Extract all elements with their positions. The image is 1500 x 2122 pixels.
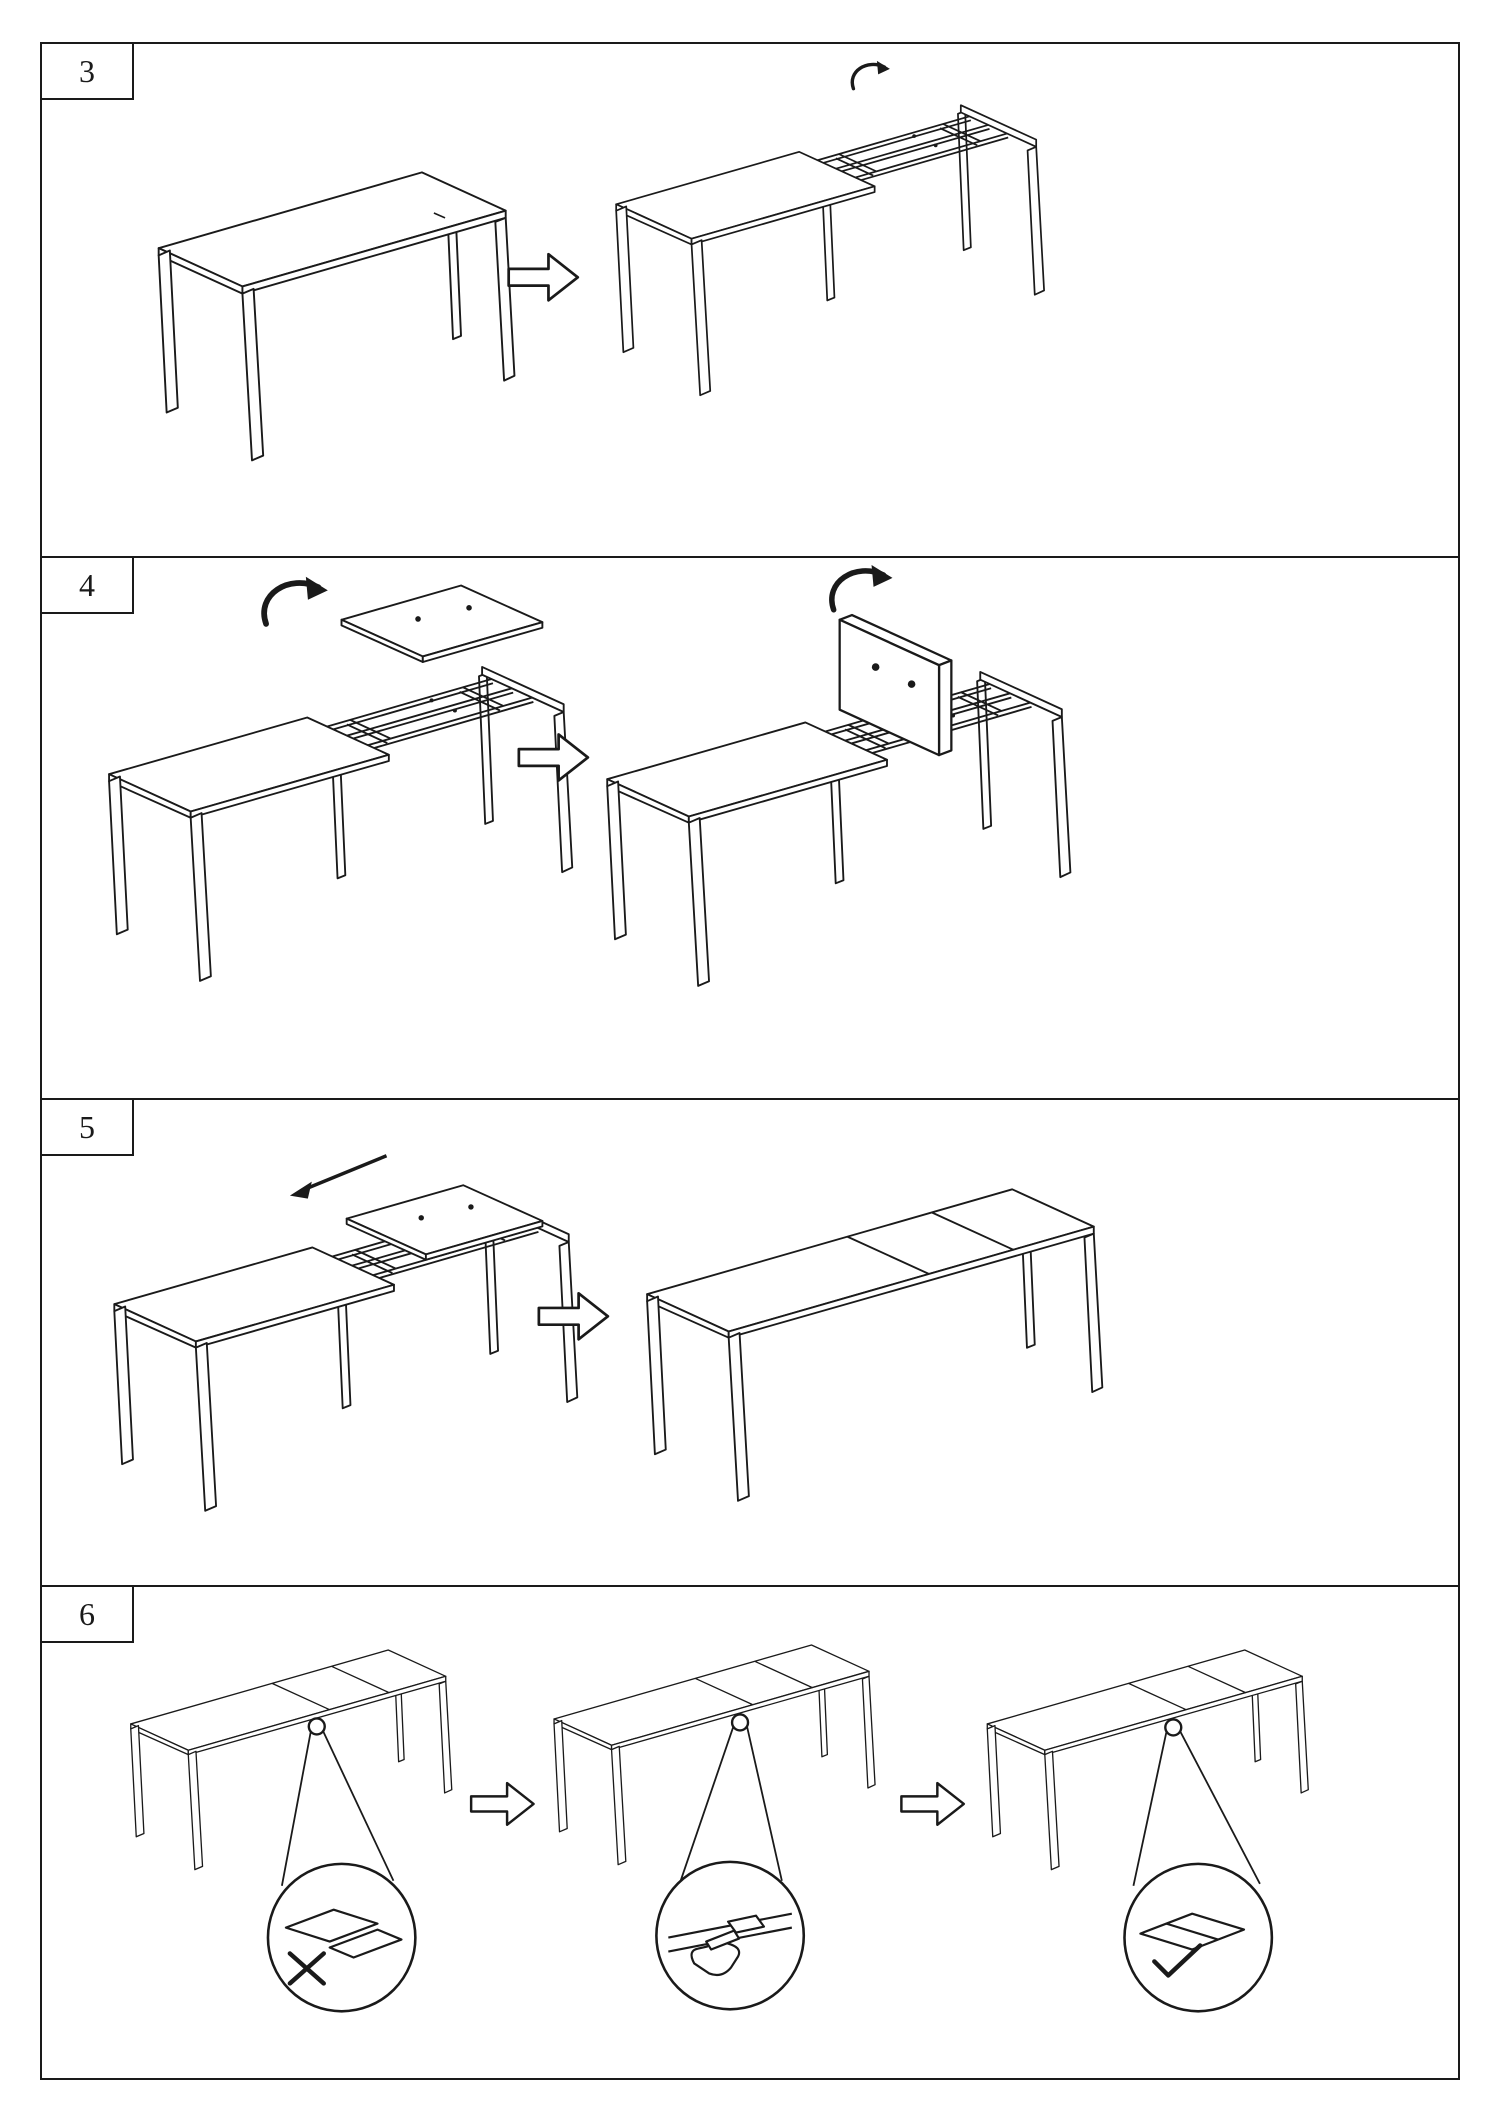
extended-table-illustration (553, 1644, 876, 1866)
step-number-box: 3 (42, 44, 134, 100)
check-lock-correct-scene (986, 1649, 1309, 2013)
press-lock-scene (553, 1644, 876, 2011)
step-5-scene (113, 1154, 1104, 1512)
step-number-box: 6 (42, 1587, 134, 1643)
check-lock-wrong-scene (130, 1649, 453, 2013)
proceed-arrow-icon (507, 252, 580, 302)
extended-table-illustration (986, 1649, 1309, 1871)
rotate-arrow-icon (850, 59, 892, 91)
closed-table-illustration (157, 171, 516, 462)
step-number: 3 (79, 53, 95, 89)
step-6-scene (130, 1644, 1309, 2013)
step-3-panel: 3 (42, 44, 1458, 556)
extension-leaf-above-frame (340, 584, 544, 663)
rotate-arrow-icon (264, 577, 328, 624)
rotate-arrow-icon (832, 565, 893, 610)
step-4-panel: 4 (42, 556, 1458, 1098)
page-border-frame: 3 4 (40, 42, 1460, 2080)
step-6-panel: 6 (42, 1585, 1458, 2078)
proceed-arrow-icon (469, 1781, 535, 1826)
open-table-illustration (113, 1196, 579, 1512)
proceed-arrow-icon (517, 733, 590, 782)
step-number: 6 (79, 1596, 95, 1632)
extended-table-illustration (646, 1188, 1104, 1502)
step-number-box: 4 (42, 558, 134, 614)
open-table-illustration (606, 671, 1072, 987)
open-table-illustration (108, 666, 574, 982)
slide-left-arrow-icon (289, 1154, 388, 1199)
callout-ring (1164, 1718, 1183, 1737)
callout-ring (730, 1713, 750, 1732)
step-4-scene (108, 558, 1072, 987)
step-number-box: 5 (42, 1100, 134, 1156)
step-number: 4 (79, 567, 95, 603)
proceed-arrow-icon (900, 1781, 966, 1826)
step-3-scene (157, 59, 1045, 462)
step-number: 5 (79, 1109, 95, 1145)
callout-ring (307, 1717, 326, 1736)
step-5-panel: 5 (42, 1098, 1458, 1585)
table-frame-exposed-illustration (615, 104, 1045, 397)
